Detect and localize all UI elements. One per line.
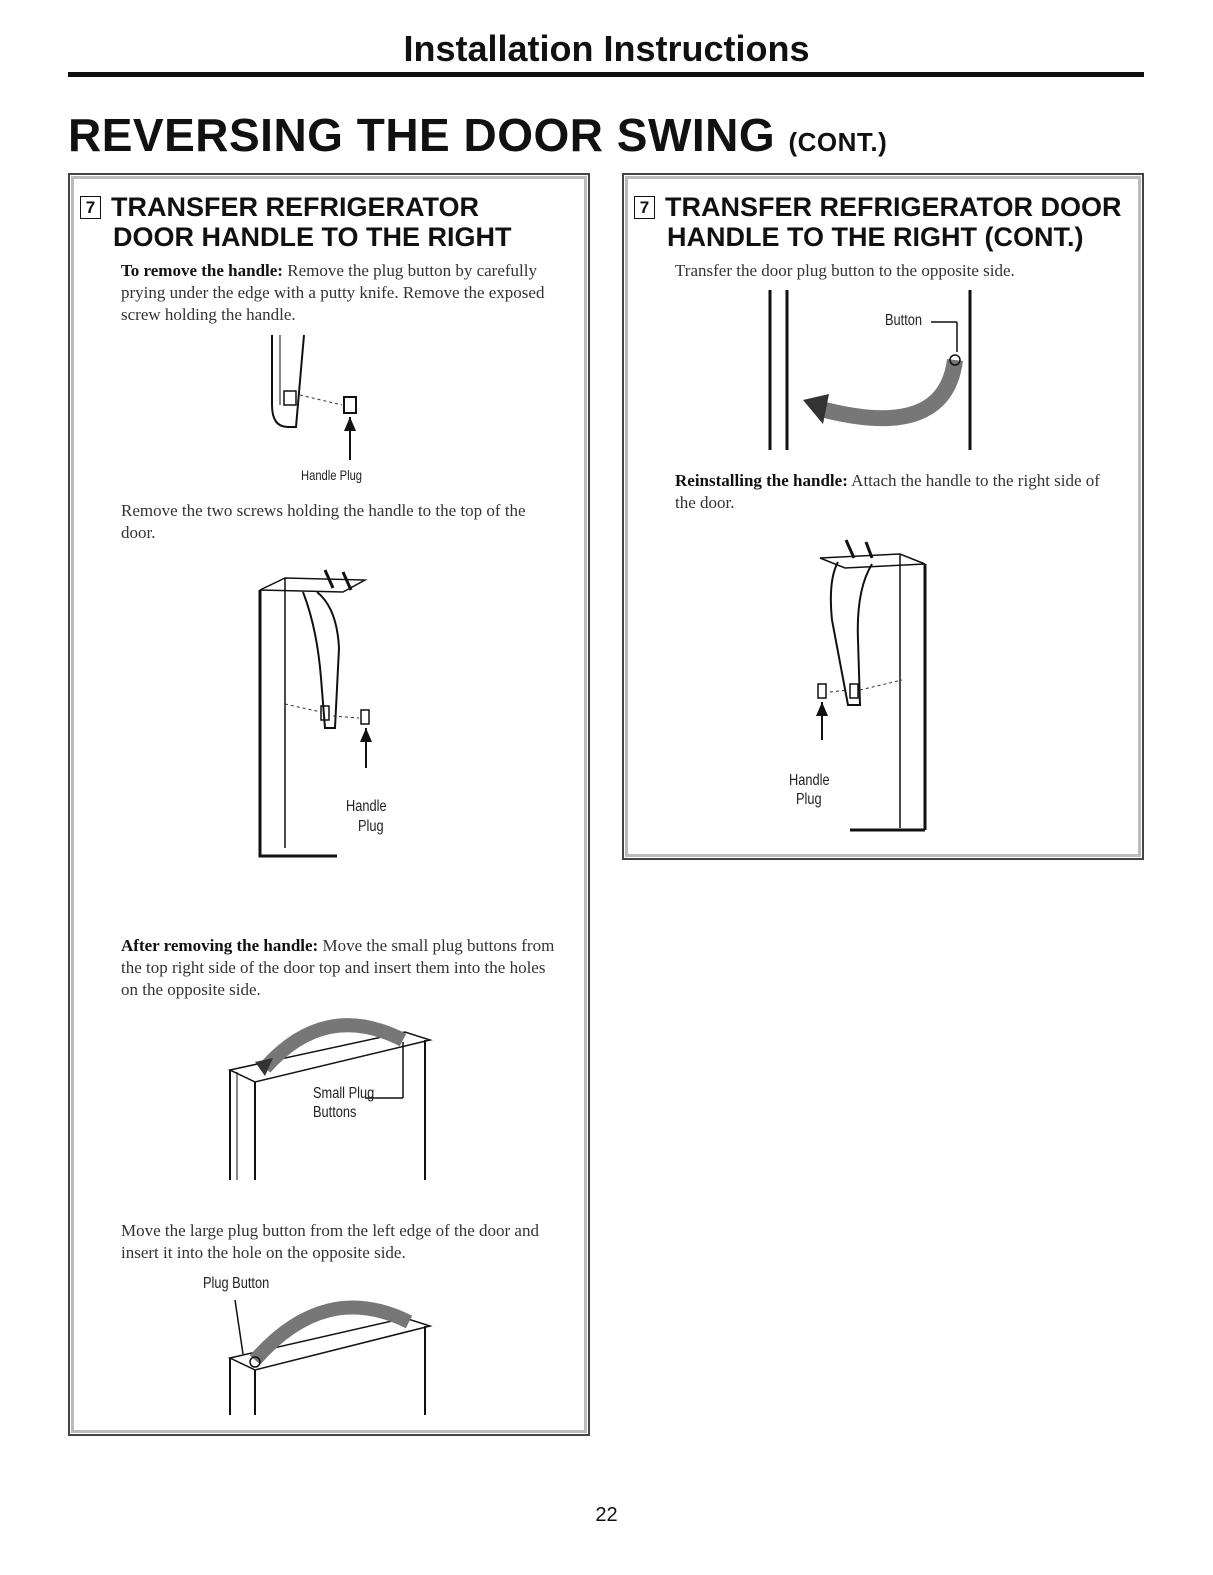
door-handle-illustration [258, 569, 372, 858]
small-plug-buttons-illustration [227, 1018, 433, 1180]
right-fig1-button-label: Button [885, 312, 923, 329]
right-step-panel [622, 173, 1144, 860]
title-suffix: (CONT.) [788, 127, 888, 157]
left-p1-text: Remove the plug button by carefully pryi… [121, 261, 545, 324]
right-paragraph-1: Transfer the door plug button to the opp… [675, 261, 1015, 280]
door-plug-button-illustration [768, 290, 972, 450]
left-p3-lead: After removing the handle: [121, 936, 319, 955]
handle-plug-illustration [271, 334, 357, 460]
left-paragraph-2: Remove the two screws holding the handle… [121, 501, 526, 542]
left-p1-lead: To remove the handle: [121, 261, 283, 280]
large-plug-button-illustration [227, 1299, 433, 1415]
left-step-panel [68, 173, 590, 1436]
left-step-number: 7 [80, 196, 101, 219]
left-paragraph-4: Move the large plug button from the left… [121, 1221, 539, 1262]
right-heading-line1: TRANSFER REFRIGERATOR DOOR [665, 192, 1122, 222]
left-heading-line2: DOOR HANDLE TO THE RIGHT [113, 222, 512, 252]
right-fig2-handle-label: Handle [789, 772, 830, 789]
right-p2-text: Attach the handle to the right side of t… [675, 471, 1100, 512]
left-paragraph-1: To remove the handle: Remove the plug bu… [121, 260, 561, 326]
page-number: 22 [595, 1504, 618, 1526]
right-heading-line2: HANDLE TO THE RIGHT (CONT.) [667, 222, 1084, 252]
title-main: REVERSING THE DOOR SWING [68, 109, 776, 161]
left-paragraph-3: After removing the handle: Move the smal… [121, 935, 561, 1001]
right-paragraph-2: Reinstalling the handle: Attach the hand… [675, 470, 1115, 514]
right-step-number: 7 [634, 196, 655, 219]
fig3-buttons-label: Buttons [313, 1104, 357, 1121]
page-title: REVERSING THE DOOR SWING (CONT.) [68, 108, 887, 162]
fig2-handle-label: Handle [346, 798, 387, 815]
reinstall-handle-illustration [816, 539, 927, 832]
left-p3-text: Move the small plug buttons from the top… [121, 936, 555, 999]
right-p2-lead: Reinstalling the handle: [675, 471, 848, 490]
fig3-small-plug-label: Small Plug [313, 1085, 375, 1102]
left-step-heading: 7 TRANSFER REFRIGERATOR DOOR HANDLE TO TH… [80, 192, 512, 252]
header-rule [68, 72, 1144, 77]
fig1-handle-plug-label: Handle Plug [301, 467, 363, 483]
right-fig2-plug-label: Plug [796, 791, 822, 808]
left-heading-line1: TRANSFER REFRIGERATOR [111, 192, 480, 222]
section-header: Installation Instructions [403, 28, 810, 69]
right-step-heading: 7 TRANSFER REFRIGERATOR DOOR HANDLE TO TH… [634, 192, 1122, 252]
fig4-plug-button-label: Plug Button [203, 1275, 270, 1292]
fig2-plug-label: Plug [358, 818, 384, 835]
